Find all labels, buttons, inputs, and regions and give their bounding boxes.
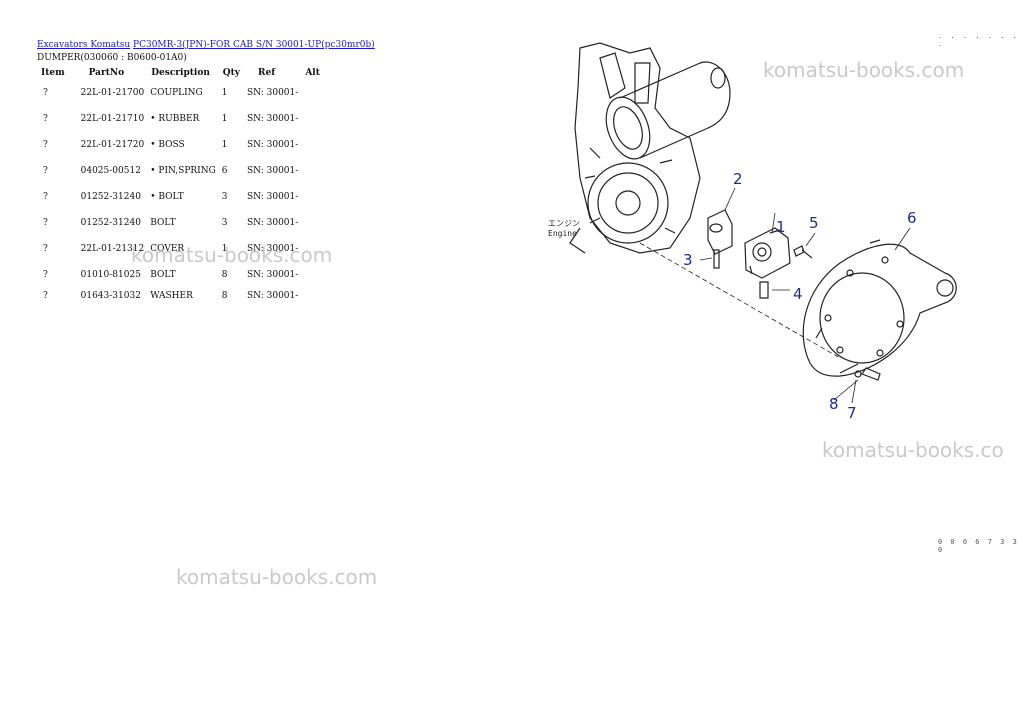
drawing-code: 0 0 0 6 7 3 3 0	[938, 538, 1019, 554]
callout-5: 5	[809, 214, 819, 232]
cell-partno: 01643-31032	[80, 291, 141, 301]
callout-4: 4	[793, 285, 803, 303]
breadcrumb-link-category[interactable]: Excavators Komatsu	[37, 40, 131, 50]
cell-alt	[301, 132, 324, 158]
cell-ref: SN: 30001-	[247, 88, 299, 98]
cell-qty: 8	[221, 291, 228, 301]
callout-2: 2	[733, 170, 743, 188]
cell-ref: SN: 30001-	[247, 192, 299, 202]
col-header-description: Description	[151, 68, 210, 78]
engine-label-jp: エンジン	[548, 219, 580, 228]
cell-partno: 22L-01-21312	[80, 244, 145, 254]
table-row: ? 22L-01-21720 • BOSS 1 SN: 30001-	[37, 132, 324, 158]
rubber-coupling-drawing	[744, 227, 791, 279]
cell-ref: SN: 30001-	[247, 291, 299, 301]
cell-description: • BOSS	[150, 140, 185, 150]
col-header-partno: PartNo	[88, 68, 125, 78]
cell-qty: 8	[221, 270, 228, 280]
cell-alt	[301, 210, 324, 236]
table-row: ? 22L-01-21700 COUPLING 1 SN: 30001-	[37, 80, 324, 106]
cell-qty: 6	[221, 166, 228, 176]
table-row: ? 04025-00512 • PIN,SPRING 6 SN: 30001-	[37, 158, 324, 184]
callout-6: 6	[907, 209, 917, 227]
table-header-row: Item PartNo Description Qty Ref Alt	[37, 66, 324, 80]
cell-partno: 04025-00512	[80, 166, 141, 176]
leader-lines	[639, 187, 911, 404]
cell-alt	[301, 80, 324, 106]
cell-description: • PIN,SPRING	[150, 166, 216, 176]
cell-description: BOLT	[150, 218, 176, 228]
exploded-parts-diagram: エンジン Engine 1 2 3 4 5 6 7 8	[548, 42, 957, 422]
cell-item: ?	[43, 166, 48, 176]
cell-qty: 1	[221, 114, 228, 124]
parts-table: Item PartNo Description Qty Ref Alt ? 22…	[37, 66, 324, 304]
cell-description: WASHER	[150, 291, 193, 301]
engine-label-en: Engine	[548, 229, 577, 238]
cell-ref: SN: 30001-	[247, 166, 299, 176]
cell-qty: 1	[221, 88, 228, 98]
cell-qty: 1	[221, 244, 228, 254]
watermark: komatsu-books.com	[763, 58, 965, 82]
muffler-drawing	[605, 61, 731, 160]
cell-ref: SN: 30001-	[247, 218, 299, 228]
col-header-item: Item	[41, 68, 65, 78]
table-row: ? 01252-31240 BOLT 3 SN: 30001-	[37, 210, 324, 236]
cell-item: ?	[43, 114, 48, 124]
cell-ref: SN: 30001-	[247, 244, 299, 254]
boss-part-drawing	[707, 209, 733, 255]
washer-bolt-drawing	[854, 367, 881, 381]
col-header-ref: Ref	[258, 68, 276, 78]
cell-partno: 01252-31240	[80, 218, 141, 228]
cell-partno: 01010-81025	[80, 270, 141, 280]
cell-alt	[301, 288, 324, 304]
table-row: ? 22L-01-21710 • RUBBER 1 SN: 30001-	[37, 106, 324, 132]
col-header-qty: Qty	[222, 68, 241, 78]
spring-pin-drawing	[713, 249, 720, 269]
breadcrumb-link-model[interactable]: PC30MR-3(JPN)-FOR CAB S/N 30001-UP(pc30m…	[133, 40, 375, 50]
cell-qty: 1	[221, 140, 228, 150]
cell-description: COVER	[150, 244, 185, 254]
cell-description: • BOLT	[150, 192, 184, 202]
cell-ref: SN: 30001-	[247, 114, 299, 124]
cell-item: ?	[43, 270, 48, 280]
cell-ref: SN: 30001-	[247, 140, 299, 150]
table-row: ? 01643-31032 WASHER 8 SN: 30001-	[37, 288, 324, 304]
callout-1: 1	[776, 218, 786, 236]
cell-item: ?	[43, 218, 48, 228]
cell-description: COUPLING	[150, 88, 203, 98]
callout-3: 3	[683, 251, 693, 269]
cell-item: ?	[43, 140, 48, 150]
table-row: ? 01252-31240 • BOLT 3 SN: 30001-	[37, 184, 324, 210]
cover-drawing	[802, 239, 957, 377]
cell-description: BOLT	[150, 270, 176, 280]
breadcrumb: Excavators Komatsu PC30MR-3(JPN)-FOR CAB…	[37, 40, 375, 50]
cell-item: ?	[43, 291, 48, 301]
cell-alt	[301, 158, 324, 184]
cell-ref: SN: 30001-	[247, 270, 299, 280]
cell-alt	[301, 106, 324, 132]
callout-8: 8	[829, 395, 839, 413]
watermark: komatsu-books.co	[822, 438, 1004, 462]
bolts-drawing	[759, 245, 813, 299]
watermark: komatsu-books.com	[131, 243, 333, 267]
page-subtitle: DUMPER(030060 : B0600-01A0)	[37, 53, 187, 63]
engine-block-drawing	[569, 42, 701, 254]
cell-item: ?	[43, 244, 48, 254]
watermark: komatsu-books.com	[176, 565, 378, 589]
table-row: ? 01010-81025 BOLT 8 SN: 30001-	[37, 262, 324, 288]
cell-partno: 22L-01-21700	[80, 88, 145, 98]
cell-alt	[301, 184, 324, 210]
cell-item: ?	[43, 88, 48, 98]
cell-partno: 01252-31240	[80, 192, 141, 202]
cell-description: • RUBBER	[150, 114, 200, 124]
callout-7: 7	[847, 404, 857, 422]
cell-partno: 22L-01-21720	[80, 140, 145, 150]
cell-item: ?	[43, 192, 48, 202]
cell-qty: 3	[221, 218, 228, 228]
cell-qty: 3	[221, 192, 228, 202]
col-header-alt: Alt	[305, 68, 320, 78]
top-corner-marks: · · · · · · · ·	[938, 34, 1019, 50]
cell-partno: 22L-01-21710	[80, 114, 145, 124]
table-row: ? 22L-01-21312 COVER 1 SN: 30001-	[37, 236, 324, 262]
